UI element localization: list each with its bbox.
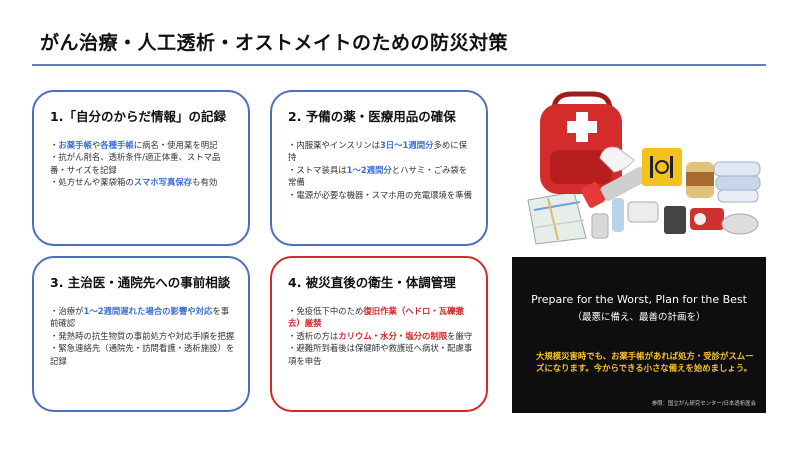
motto-banner: Prepare for the Worst, Plan for the Best… (512, 257, 766, 413)
card-text: ・お薬手帳や各種手帳に病名・使用薬を明記・抗がん剤名、透析条件/適正体重、ストマ… (50, 139, 236, 189)
highlight-text: 1〜2週間遅れた場合の影響や対応 (83, 306, 213, 316)
bullet-text: を事前確認 (50, 306, 230, 329)
flashlight-icon (580, 167, 648, 208)
bullet-line: ・緊急連絡先（通院先・訪問看護・透析施設）を記録 (50, 342, 236, 367)
emergency-kit-image (527, 91, 761, 245)
banner-heading-jp: （最悪に備え、最善の計画を） (572, 312, 706, 323)
bullet-line: ・透析の方はカリウム・水分・塩分の制限を厳守 (288, 330, 474, 342)
gloves-icon (599, 146, 635, 173)
bullet-line: ・お薬手帳や各種手帳に病名・使用薬を明記 (50, 139, 236, 151)
card-body-info: 1.「自分のからだ情報」の記録 ・お薬手帳や各種手帳に病名・使用薬を明記・抗がん… (32, 90, 250, 246)
bullet-text: ・ストマ装具は (288, 164, 347, 175)
bullet-text: を厳守 (447, 330, 473, 341)
emergency-kit-illustration (514, 88, 764, 248)
highlight-text: お薬手帳 (58, 140, 92, 150)
bullet-line: ・電源が必要な機器・スマホ用の充電環境を準備 (288, 189, 474, 201)
bullet-text: ・緊急連絡先（通院先・訪問看護・透析施設）を記録 (50, 343, 235, 366)
bullet-line: ・抗がん剤名、透析条件/適正体重、ストマ品番・サイズを記録 (50, 151, 236, 176)
bullet-line: ・発熱時の抗生物質の事前処方や対応手順を把握 (50, 330, 236, 342)
bullet-text: ・避難所到着後は保健師や救護班へ病状・配慮事項を申告 (288, 343, 473, 366)
highlight-text: 3日〜1週間分 (379, 140, 434, 150)
card-hygiene-health: 4. 被災直後の衛生・体調管理 ・免疫低下中のため復旧作業（ヘドロ・瓦礫撤去）厳… (270, 256, 488, 412)
bullet-line: ・治療が1〜2週間遅れた場合の影響や対応を事前確認 (50, 305, 236, 330)
bullet-line: ・避難所到着後は保健師や救護班へ病状・配慮事項を申告 (288, 342, 474, 367)
card-text: ・内服薬やインスリンは3日〜1週間分多めに保持・ストマ装具は1〜2週間分とハサミ… (288, 139, 474, 201)
bullet-text: や (91, 140, 101, 150)
card-title: 2. 予備の薬・医療用品の確保 (288, 109, 456, 124)
card-doctor-consultation: 3. 主治医・通院先への事前相談 ・治療が1〜2週間遅れた場合の影響や対応を事前… (32, 256, 250, 412)
banner-heading-en: Prepare for the Worst, Plan for the Best (531, 293, 747, 306)
bullet-line: ・処方せんや薬袋箱のスマホ写真保存も有効 (50, 176, 236, 188)
supplies-icon (591, 198, 759, 239)
bullet-text: ・処方せんや薬袋箱の (50, 177, 134, 188)
bullet-line: ・ストマ装具は1〜2週間分とハサミ・ごみ袋を常備 (288, 164, 474, 189)
food-sign-icon (642, 148, 682, 186)
bullet-line: ・内服薬やインスリンは3日〜1週間分多めに保持 (288, 139, 474, 164)
bullet-text: ・電源が必要な機器・スマホ用の充電環境を準備 (288, 189, 472, 200)
highlight-text: 1〜2週間分 (346, 164, 392, 175)
bullet-text: 多めに保持 (288, 140, 467, 163)
backpack-icon (540, 91, 622, 194)
highlight-text: スマホ写真保存 (133, 177, 193, 188)
card-title: 4. 被災直後の衛生・体調管理 (288, 275, 456, 290)
bullet-text: ・抗がん剤名、透析条件/適正体重、ストマ品番・サイズを記録 (50, 152, 221, 175)
card-text: ・治療が1〜2週間遅れた場合の影響や対応を事前確認・発熱時の抗生物質の事前処方や… (50, 305, 236, 367)
bullet-text: も有効 (192, 177, 218, 188)
page-title: がん治療・人工透析・オストメイトのための防災対策 (40, 32, 509, 54)
highlight-text: 各種手帳 (100, 140, 134, 150)
card-text: ・免疫低下中のため復旧作業（ヘドロ・瓦礫撤去）厳禁・透析の方はカリウム・水分・塩… (288, 305, 474, 367)
canned-food-icon (686, 162, 714, 198)
bullet-text: に病名・使用薬を明記 (133, 140, 218, 150)
card-title: 1.「自分のからだ情報」の記録 (50, 109, 226, 124)
bullet-line: ・免疫低下中のため復旧作業（ヘドロ・瓦礫撤去）厳禁 (288, 305, 474, 330)
bullet-text: とハサミ・ごみ袋を常備 (288, 164, 468, 188)
bullet-text: ・発熱時の抗生物質の事前処方や対応手順を把握 (50, 330, 235, 341)
highlight-text: カリウム・水分・塩分の制限 (338, 330, 448, 341)
bullet-text: ・ (50, 140, 59, 150)
bullet-text: ・治療が (50, 306, 84, 316)
bullet-text: ・透析の方は (288, 330, 339, 341)
map-icon (527, 191, 587, 245)
card-title: 3. 主治医・通院先への事前相談 (50, 275, 231, 290)
card-spare-medicine: 2. 予備の薬・医療用品の確保 ・内服薬やインスリンは3日〜1週間分多めに保持・… (270, 90, 488, 246)
bullet-text: ・免疫低下中のため (288, 306, 364, 316)
bullet-text: ・内服薬やインスリンは (288, 140, 380, 150)
highlight-text: 復旧作業（ヘドロ・瓦礫撤去）厳禁 (288, 306, 464, 329)
banner-source: 参照：国立がん研究センター/日本透析医会 (651, 401, 756, 407)
towels-icon (713, 161, 761, 203)
title-divider (32, 64, 766, 66)
banner-message: 大規模災害時でも、お薬手帳があれば処方・受診がスムーズになります。今からできる小… (536, 351, 754, 373)
